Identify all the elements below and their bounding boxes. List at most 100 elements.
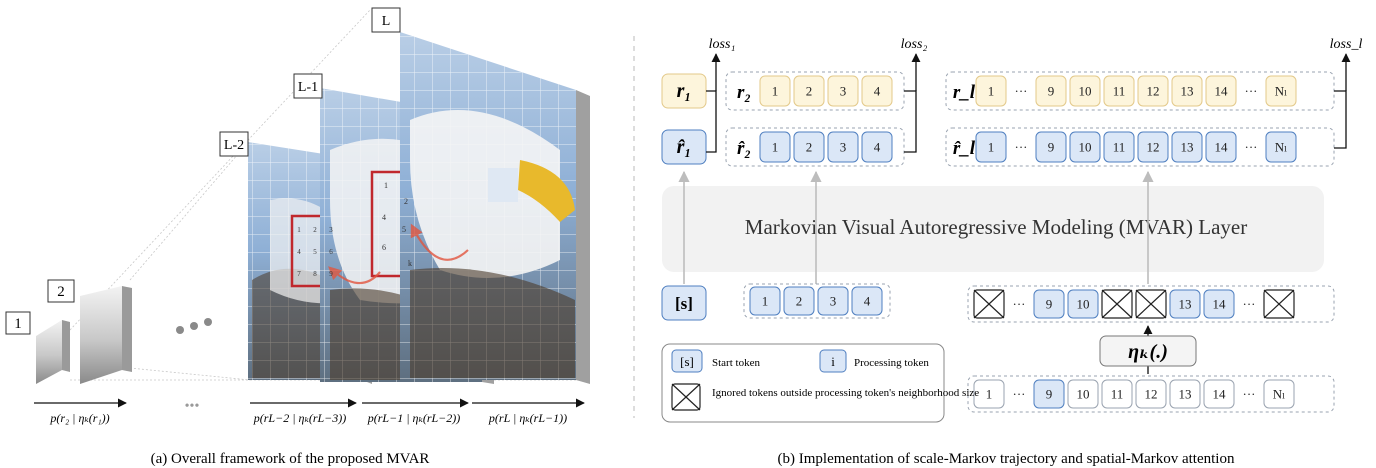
- input-token-2: 3: [817, 286, 849, 316]
- bottom-token-label-3: 10: [1077, 387, 1090, 402]
- svg-text:6: 6: [329, 248, 333, 256]
- markov-arrows: [328, 223, 469, 285]
- r2-token-0: 1: [759, 75, 791, 107]
- masked-token-3: 10: [1067, 289, 1099, 319]
- rhat2-token-0: 1: [759, 131, 791, 163]
- rl-token-label-6: 13: [1181, 84, 1194, 99]
- bottom-token-2: 9: [1033, 379, 1065, 409]
- layer-2-block: 2: [47, 279, 132, 384]
- layer-l-2-tag: [219, 131, 249, 157]
- rl-token-label-4: 11: [1113, 84, 1126, 99]
- masked-token-label-1: ···: [1013, 297, 1026, 312]
- rhatl-token-6: 13: [1171, 131, 1203, 163]
- l2-grid-numbers: 1 2 3 4 5 6 7 8 9: [297, 226, 333, 278]
- masked-token-7: 14: [1203, 289, 1235, 319]
- svg-text:6: 6: [382, 243, 386, 252]
- bottom-token-9: Nₗ: [1263, 379, 1295, 409]
- rl-token-label-9: Nₗ: [1275, 84, 1288, 99]
- rhatl-token-label-5: 12: [1147, 140, 1160, 155]
- mvar-layer-box: [662, 186, 1324, 272]
- rl-token-5: 12: [1137, 75, 1169, 107]
- rhatl-token-label-6: 13: [1181, 140, 1194, 155]
- bottom-ellipsis: •••: [185, 399, 200, 414]
- mvar-layer-title: Markovian Visual Autoregressive Modeling…: [745, 215, 1247, 239]
- layer-l-2-label: L-2: [224, 138, 244, 153]
- legend-proc-swatch: [819, 349, 847, 373]
- svg-text:r₁: r₁: [677, 80, 692, 102]
- svg-text:2: 2: [404, 197, 408, 206]
- svg-text:1: 1: [384, 181, 388, 190]
- bottom-token-label-9: Nₗ: [1273, 387, 1286, 402]
- ellipsis-dots: [176, 318, 212, 334]
- svg-text:4: 4: [382, 213, 386, 222]
- rhatl-token-3: 10: [1069, 131, 1101, 163]
- svg-text:r̂₁: r̂₁: [677, 136, 692, 158]
- svg-text:5: 5: [402, 225, 406, 234]
- rl-token-label-8: ···: [1245, 84, 1258, 99]
- rl-token-6: 13: [1171, 75, 1203, 107]
- r2-token-3: 4: [861, 75, 893, 107]
- masked-token-label-3: 10: [1077, 297, 1090, 312]
- rhatl-token-5: 12: [1137, 131, 1169, 163]
- bottom-token-7: 14: [1203, 379, 1235, 409]
- svg-text:2: 2: [313, 226, 317, 234]
- layer-l-1-label: L-1: [298, 80, 318, 95]
- rl-token-9: Nₗ: [1265, 75, 1297, 107]
- left-panel: 1 2 L-2: [5, 7, 590, 467]
- r2-token-2: 3: [827, 75, 859, 107]
- rhatl-token-label-0: 1: [988, 140, 995, 155]
- layer-1-block: 1: [5, 311, 70, 384]
- masked-token-6: 13: [1169, 289, 1201, 319]
- masked-token-4: [1101, 289, 1133, 319]
- layer-l-1-tag: [293, 73, 323, 99]
- bottom-token-1: ···: [1013, 387, 1026, 402]
- legend-start-symbol: [s]: [680, 354, 694, 369]
- legend: [s] Start token i Processing token Ignor…: [661, 343, 979, 423]
- layer-2-label: 2: [57, 284, 65, 300]
- rl-token-8: ···: [1245, 84, 1258, 99]
- rl-token-label-3: 10: [1079, 84, 1092, 99]
- r2-token-label-3: 4: [874, 84, 881, 99]
- svg-text:9: 9: [329, 270, 333, 278]
- svg-text:1: 1: [297, 226, 301, 234]
- masked-token-label-6: 13: [1179, 297, 1192, 312]
- rhatl-token-9: Nₗ: [1265, 131, 1297, 163]
- bottom-token-label-7: 14: [1213, 387, 1227, 402]
- bottom-token-4: 11: [1101, 379, 1133, 409]
- bottom-token-3: 10: [1067, 379, 1099, 409]
- eta-operator: ηₖ(.): [1099, 325, 1197, 374]
- svg-text:5: 5: [313, 248, 317, 256]
- layer-l-label: L: [382, 14, 391, 29]
- r2-token-label-0: 1: [772, 84, 779, 99]
- rhatl-token-label-1: ···: [1015, 140, 1028, 155]
- bottom-token-0: 1: [973, 379, 1005, 409]
- rhat2-token-3: 4: [861, 131, 893, 163]
- masked-token-label-8: ···: [1243, 297, 1256, 312]
- bottom-token-label-2: 9: [1046, 387, 1053, 402]
- svg-text:[s]: [s]: [675, 294, 693, 313]
- svg-text:r̂₂: r̂₂: [737, 138, 751, 159]
- formula-2: p(rL−2 | ηₖ(rL−3)): [253, 411, 347, 425]
- input-token-label-1: 2: [796, 294, 803, 309]
- right-panel: Markovian Visual Autoregressive Modeling…: [661, 37, 1362, 467]
- r2-token-label-1: 2: [806, 84, 813, 99]
- rl-token-1: ···: [1015, 84, 1028, 99]
- layer-1-label: 1: [14, 316, 22, 332]
- masked-token-8: ···: [1243, 297, 1256, 312]
- start-token: [s]: [661, 285, 707, 321]
- left-caption: (a) Overall framework of the proposed MV…: [151, 451, 430, 467]
- legend-ignored-icon: [671, 383, 701, 411]
- rhat2-token-label-1: 2: [806, 140, 813, 155]
- rhatl-token-7: 14: [1205, 131, 1237, 163]
- formula-3: p(rL−1 | ηₖ(rL−2)): [367, 411, 461, 425]
- rl-token-label-1: ···: [1015, 84, 1028, 99]
- svg-text:8: 8: [313, 270, 317, 278]
- rhatl-token-label-2: 9: [1048, 140, 1055, 155]
- layer-l-block: L: [371, 7, 590, 384]
- rhatl-token-8: ···: [1245, 140, 1258, 155]
- rhat2-token-2: 3: [827, 131, 859, 163]
